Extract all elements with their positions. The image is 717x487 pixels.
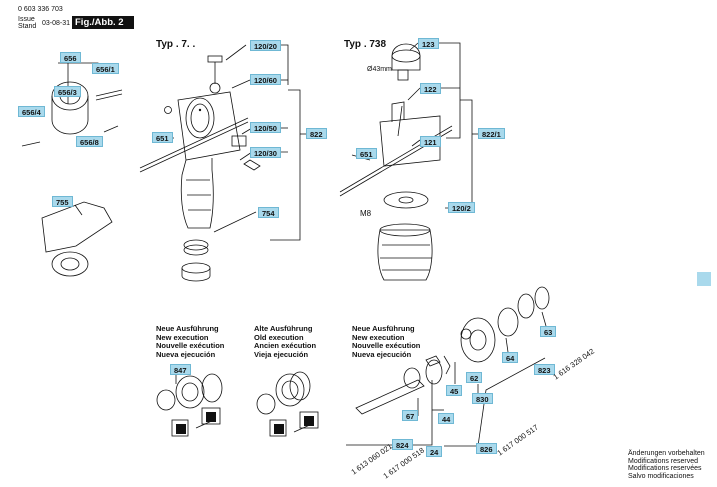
issue-date: 03-08-31 (42, 20, 71, 27)
part-tag-64: 64 (502, 352, 519, 363)
part-tag-24: 24 (426, 446, 443, 457)
part-tag-656-3: 656/3 (54, 86, 81, 97)
figure-label: Fig./Abb. 2 (72, 16, 134, 29)
document-part-number: 0 603 336 703 (18, 6, 63, 13)
part-tag-847: 847 (170, 364, 191, 375)
stand-label: Stand (18, 23, 37, 30)
part-tag-824: 824 (392, 439, 413, 450)
part-tag-67: 67 (402, 410, 419, 421)
issue-label: Issue (18, 16, 35, 23)
right-assembly-type-label: Typ . 738 (344, 39, 387, 50)
part-tag-822: 822 (306, 128, 327, 139)
part-tag-63: 63 (540, 326, 557, 337)
section-tab-marker (697, 272, 711, 286)
part-tag-120-20: 120/20 (250, 40, 281, 51)
thread-size-label: M8 (360, 209, 372, 218)
part-tag-120-30: 120/30 (250, 147, 281, 158)
part-tag-651-left: 651 (152, 132, 173, 143)
part-tag-122: 122 (420, 83, 441, 94)
part-tag-656-1: 656/1 (92, 63, 119, 74)
part-tag-755: 755 (52, 196, 73, 207)
part-tag-62: 62 (466, 372, 483, 383)
part-tag-656: 656 (60, 52, 81, 63)
part-tag-120-60: 120/60 (250, 74, 281, 85)
part-tag-651-right: 651 (356, 148, 377, 159)
part-tag-120-2: 120/2 (448, 202, 475, 213)
part-tag-754: 754 (258, 207, 279, 218)
part-tag-123: 123 (418, 38, 439, 49)
part-tag-823: 823 (534, 364, 555, 375)
part-tag-822-1: 822/1 (478, 128, 505, 139)
part-tag-656-4: 656/4 (18, 106, 45, 117)
left-assembly-type-label: Typ . 7. . (156, 39, 196, 50)
part-tag-826: 826 (476, 443, 497, 454)
part-tag-656-8: 656/8 (76, 136, 103, 147)
part-tag-120-50: 120/50 (250, 122, 281, 133)
part-tag-121: 121 (420, 136, 441, 147)
part-tag-830: 830 (472, 393, 493, 404)
part-tag-44: 44 (438, 413, 455, 424)
clamp-diameter-label: Ø43mm (367, 66, 392, 73)
part-tag-45: 45 (446, 385, 463, 396)
